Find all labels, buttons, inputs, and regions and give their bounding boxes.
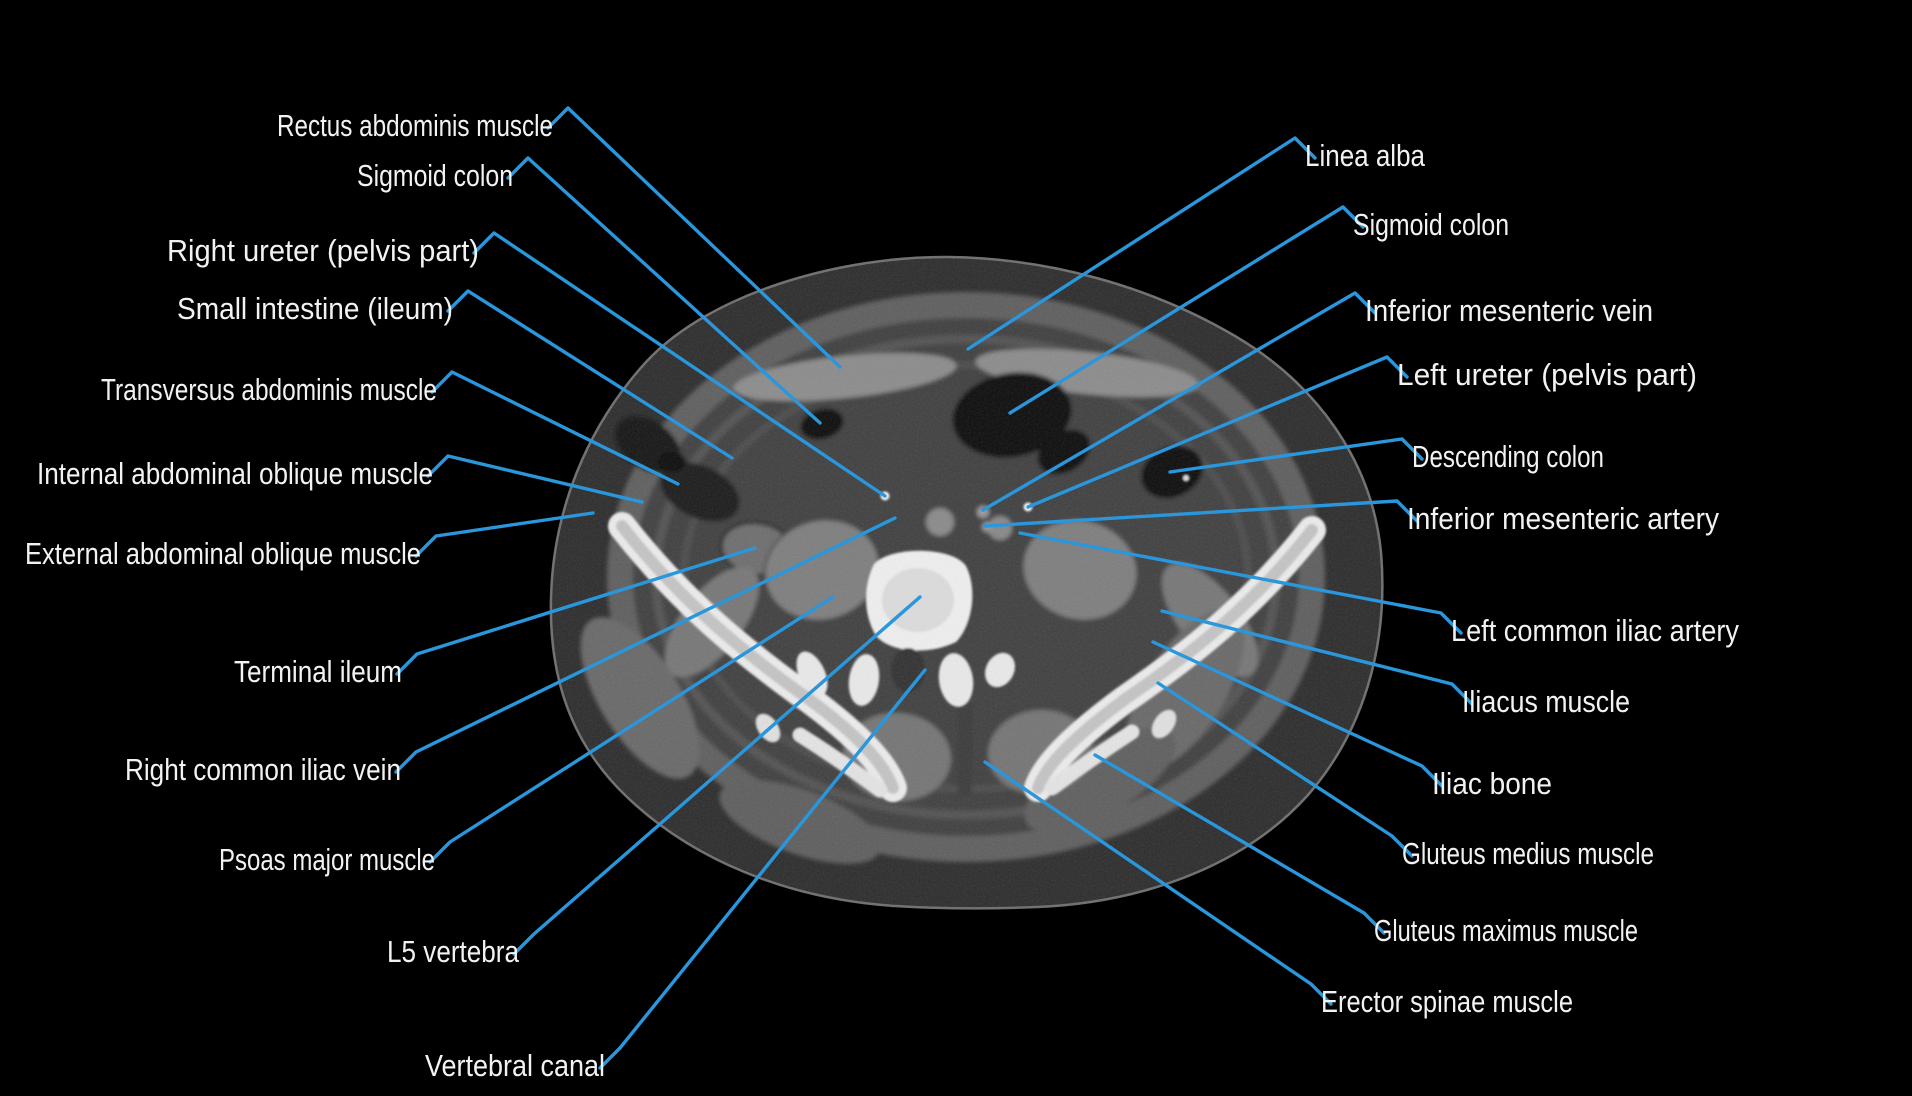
leader-line-psoas-major-muscle	[428, 595, 835, 864]
ct-noise-texture	[550, 256, 1383, 909]
leader-line-left-common-iliac-artery	[1018, 531, 1463, 635]
leader-line-inferior-mesenteric-vein	[981, 291, 1377, 512]
label-right-common-iliac-vein: Right common iliac vein	[125, 752, 401, 787]
leader-line-gluteus-maximus-muscle	[1093, 753, 1386, 935]
leader-line-terminal-ileum	[395, 546, 757, 676]
label-external-abdominal-oblique-muscle: External abdominal oblique muscle	[25, 536, 421, 571]
leader-line-erector-spinae-muscle	[983, 760, 1333, 1006]
leader-line-gluteus-medius-muscle	[1156, 681, 1414, 858]
label-gluteus-maximus-muscle: Gluteus maximus muscle	[1374, 913, 1638, 948]
leader-line-left-ureter-pelvis-part	[1026, 355, 1409, 509]
leader-line-right-ureter-pelvis-part	[472, 231, 887, 498]
leader-line-iliac-bone	[1151, 640, 1444, 788]
leader-line-inferior-mesenteric-artery	[983, 499, 1419, 528]
label-right-ureter-pelvis-part: Right ureter (pelvis part)	[167, 233, 479, 268]
label-linea-alba: Linea alba	[1305, 138, 1426, 173]
label-vertebral-canal: Vertebral canal	[425, 1048, 605, 1083]
label-iliac-bone: Iliac bone	[1432, 766, 1552, 801]
leader-line-internal-abdominal-oblique-muscle	[426, 454, 644, 504]
label-transversus-abdominis-muscle: Transversus abdominis muscle	[101, 372, 437, 407]
leader-line-right-common-iliac-vein	[394, 516, 897, 774]
label-erector-spinae-muscle: Erector spinae muscle	[1321, 984, 1573, 1019]
label-terminal-ileum: Terminal ileum	[234, 654, 402, 689]
label-sigmoid-colon: Sigmoid colon	[357, 158, 513, 193]
leader-line-l5-vertebra	[512, 595, 922, 956]
label-small-intestine-ileum: Small intestine (ileum)	[177, 291, 453, 326]
ct-scan-artwork	[549, 255, 1384, 910]
leader-line-descending-colon	[1168, 437, 1424, 474]
label-iliacus-muscle: Iliacus muscle	[1462, 684, 1630, 719]
leader-line-linea-alba	[966, 136, 1317, 351]
label-left-ureter-pelvis-part: Left ureter (pelvis part)	[1397, 357, 1697, 392]
label-internal-abdominal-oblique-muscle: Internal abdominal oblique muscle	[37, 456, 433, 491]
leader-lines	[394, 106, 1474, 1070]
leader-line-small-intestine-ileum	[446, 289, 734, 460]
label-inferior-mesenteric-artery: Inferior mesenteric artery	[1407, 501, 1719, 536]
leader-line-transversus-abdominis-muscle	[430, 370, 680, 486]
label-left-common-iliac-artery: Left common iliac artery	[1451, 613, 1739, 648]
label-sigmoid-colon: Sigmoid colon	[1353, 207, 1509, 242]
leader-line-vertebral-canal	[598, 668, 927, 1070]
label-gluteus-medius-muscle: Gluteus medius muscle	[1402, 836, 1654, 871]
label-inferior-mesenteric-vein: Inferior mesenteric vein	[1365, 293, 1653, 328]
leader-line-iliacus-muscle	[1160, 609, 1474, 706]
label-descending-colon: Descending colon	[1412, 439, 1604, 474]
label-l5-vertebra: L5 vertebra	[387, 934, 520, 969]
leader-line-external-abdominal-oblique-muscle	[414, 511, 595, 558]
leader-line-sigmoid-colon	[1008, 205, 1365, 415]
leader-line-sigmoid-colon	[506, 156, 822, 425]
leader-line-rectus-abdominis-muscle	[546, 106, 842, 369]
label-psoas-major-muscle: Psoas major muscle	[219, 842, 435, 877]
label-rectus-abdominis-muscle: Rectus abdominis muscle	[277, 108, 553, 143]
